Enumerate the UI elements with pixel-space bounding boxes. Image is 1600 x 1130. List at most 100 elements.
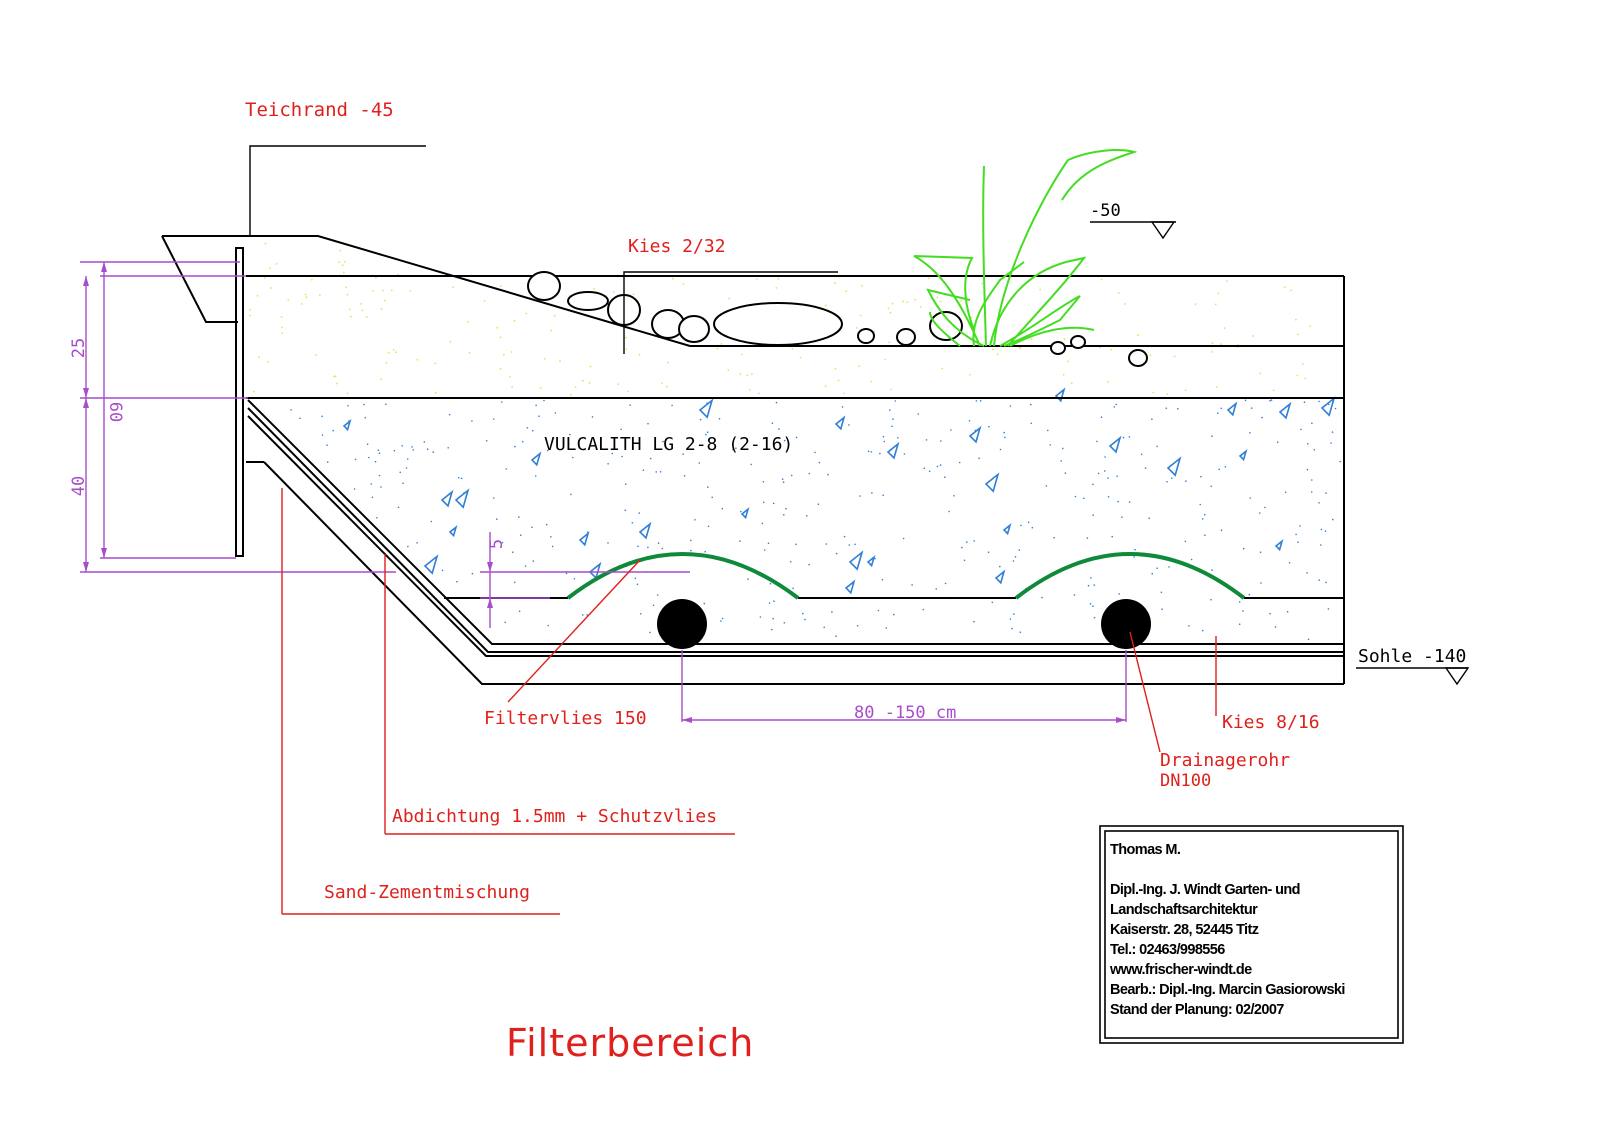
title-block-line: Bearb.: Dipl.-Ing. Marcin Gasiorowski <box>1110 982 1345 998</box>
vulcalith-dot <box>1334 407 1337 410</box>
label-drainagerohr: Drainagerohr <box>1160 750 1290 771</box>
gravel-dot <box>335 382 338 385</box>
vulcalith-dot <box>870 451 873 453</box>
gravel-dot <box>890 388 893 391</box>
gravel-dot <box>919 306 922 308</box>
gravel-dot <box>682 283 685 285</box>
vulcalith-dot <box>1115 403 1117 406</box>
leader-lines <box>281 488 1217 915</box>
vulcalith-dot <box>694 519 696 521</box>
gravel-dot <box>891 302 894 305</box>
vulcalith-dot <box>683 475 686 477</box>
vulcalith-dot <box>1297 541 1299 543</box>
vulcalith-dot <box>973 540 975 542</box>
vulcalith-dot <box>856 625 859 627</box>
gravel-dot <box>638 353 641 356</box>
vulcalith-triangle <box>698 398 714 419</box>
vulcalith-dot <box>1332 518 1334 521</box>
vulcalith-dot <box>385 403 387 406</box>
gravel-dot <box>588 382 591 384</box>
vulcalith-dot <box>647 546 649 549</box>
vulcalith-dot <box>406 458 409 460</box>
gravel-dot <box>627 390 629 393</box>
gravel-dot <box>727 369 730 371</box>
vulcalith-dot <box>1031 526 1034 529</box>
vulcalith-triangle <box>530 451 542 467</box>
stone <box>1050 341 1066 355</box>
vulcalith-dot <box>1303 401 1306 404</box>
vulcalith-dot <box>332 429 335 432</box>
vulcalith-dot <box>1161 608 1163 610</box>
vulcalith-dot <box>881 578 884 581</box>
gravel-dot <box>612 291 615 293</box>
vulcalith-dot <box>1020 524 1022 527</box>
vulcalith-dot <box>1307 443 1309 445</box>
vulcalith-dot <box>368 456 370 459</box>
vulcalith-dot <box>1103 470 1106 472</box>
vulcalith-dot <box>806 515 808 517</box>
vulcalith-dot <box>707 486 709 488</box>
vulcalith-triangle <box>638 521 652 540</box>
gravel-dot <box>968 373 971 376</box>
gravel-dot <box>256 294 259 297</box>
gravel-dot <box>258 356 261 359</box>
vulcalith-dot <box>817 503 820 506</box>
vulcalith-dot <box>649 631 651 634</box>
vulcalith-dot <box>781 478 784 481</box>
gravel-dot <box>1304 377 1307 380</box>
vulcalith-dot <box>543 399 545 402</box>
vulcalith-dot <box>347 405 349 407</box>
gravel-dot <box>301 303 303 305</box>
vulcalith-dot <box>621 455 623 458</box>
label-abdichtung: Abdichtung 1.5mm + Schutzvlies <box>392 806 717 827</box>
vulcalith-triangle <box>454 488 470 509</box>
gravel-dot <box>728 297 730 300</box>
vulcalith-dot <box>1074 495 1077 498</box>
gravel-dot <box>1124 303 1126 305</box>
gravel-dot <box>996 353 999 356</box>
vulcalith-dot <box>966 541 968 543</box>
gravel-dot <box>513 320 516 322</box>
gravel-dot <box>589 365 592 368</box>
vulcalith-dot <box>1003 431 1005 434</box>
vulcalith-dot <box>987 551 990 553</box>
gravel-dot <box>845 290 848 293</box>
vulcalith-dot <box>326 461 329 463</box>
stone <box>929 311 963 341</box>
liner-line-1 <box>247 399 1344 645</box>
vulcalith-dot <box>1100 416 1103 419</box>
gravel-dot <box>914 298 916 301</box>
vulcalith-dot <box>1128 436 1131 438</box>
gravel-dot <box>746 374 749 377</box>
vulcalith-triangle <box>1002 523 1012 536</box>
vulcalith-dot <box>835 552 838 555</box>
gravel-dot <box>927 277 930 280</box>
drainage-pipe-left <box>657 599 707 649</box>
gravel-dot <box>1223 327 1226 329</box>
gravel-dot <box>758 392 760 395</box>
filter-fleece <box>566 552 1246 600</box>
label-sohle: Sohle -140 <box>1358 646 1466 667</box>
vulcalith-dot <box>1087 584 1090 587</box>
vulcalith-dot <box>1259 512 1261 514</box>
pond-structure <box>161 235 1345 685</box>
vulcalith-triangle <box>1166 456 1182 477</box>
vulcalith-dot <box>835 635 837 637</box>
vulcalith-dot <box>1134 548 1136 551</box>
fleece-arc-right <box>1014 552 1246 600</box>
vulcalith-triangle <box>588 561 602 580</box>
title-block-line: Tel.: 02463/998556 <box>1110 942 1225 958</box>
gravel-dot <box>1107 380 1110 383</box>
gravel-dot <box>1259 372 1262 375</box>
gravel-dot <box>1302 362 1304 365</box>
vulcalith-dot <box>513 581 516 584</box>
vulcalith-dot <box>432 451 435 453</box>
vulcalith-dot <box>426 448 429 451</box>
stone <box>567 291 609 311</box>
vulcalith-dot <box>380 486 382 488</box>
vulcalith-dot <box>771 422 774 425</box>
gravel-dot <box>311 278 313 281</box>
title-block-line: Stand der Planung: 02/2007 <box>1110 1002 1284 1018</box>
vulcalith-dot <box>1151 418 1153 421</box>
vulcalith-dot <box>652 604 655 607</box>
